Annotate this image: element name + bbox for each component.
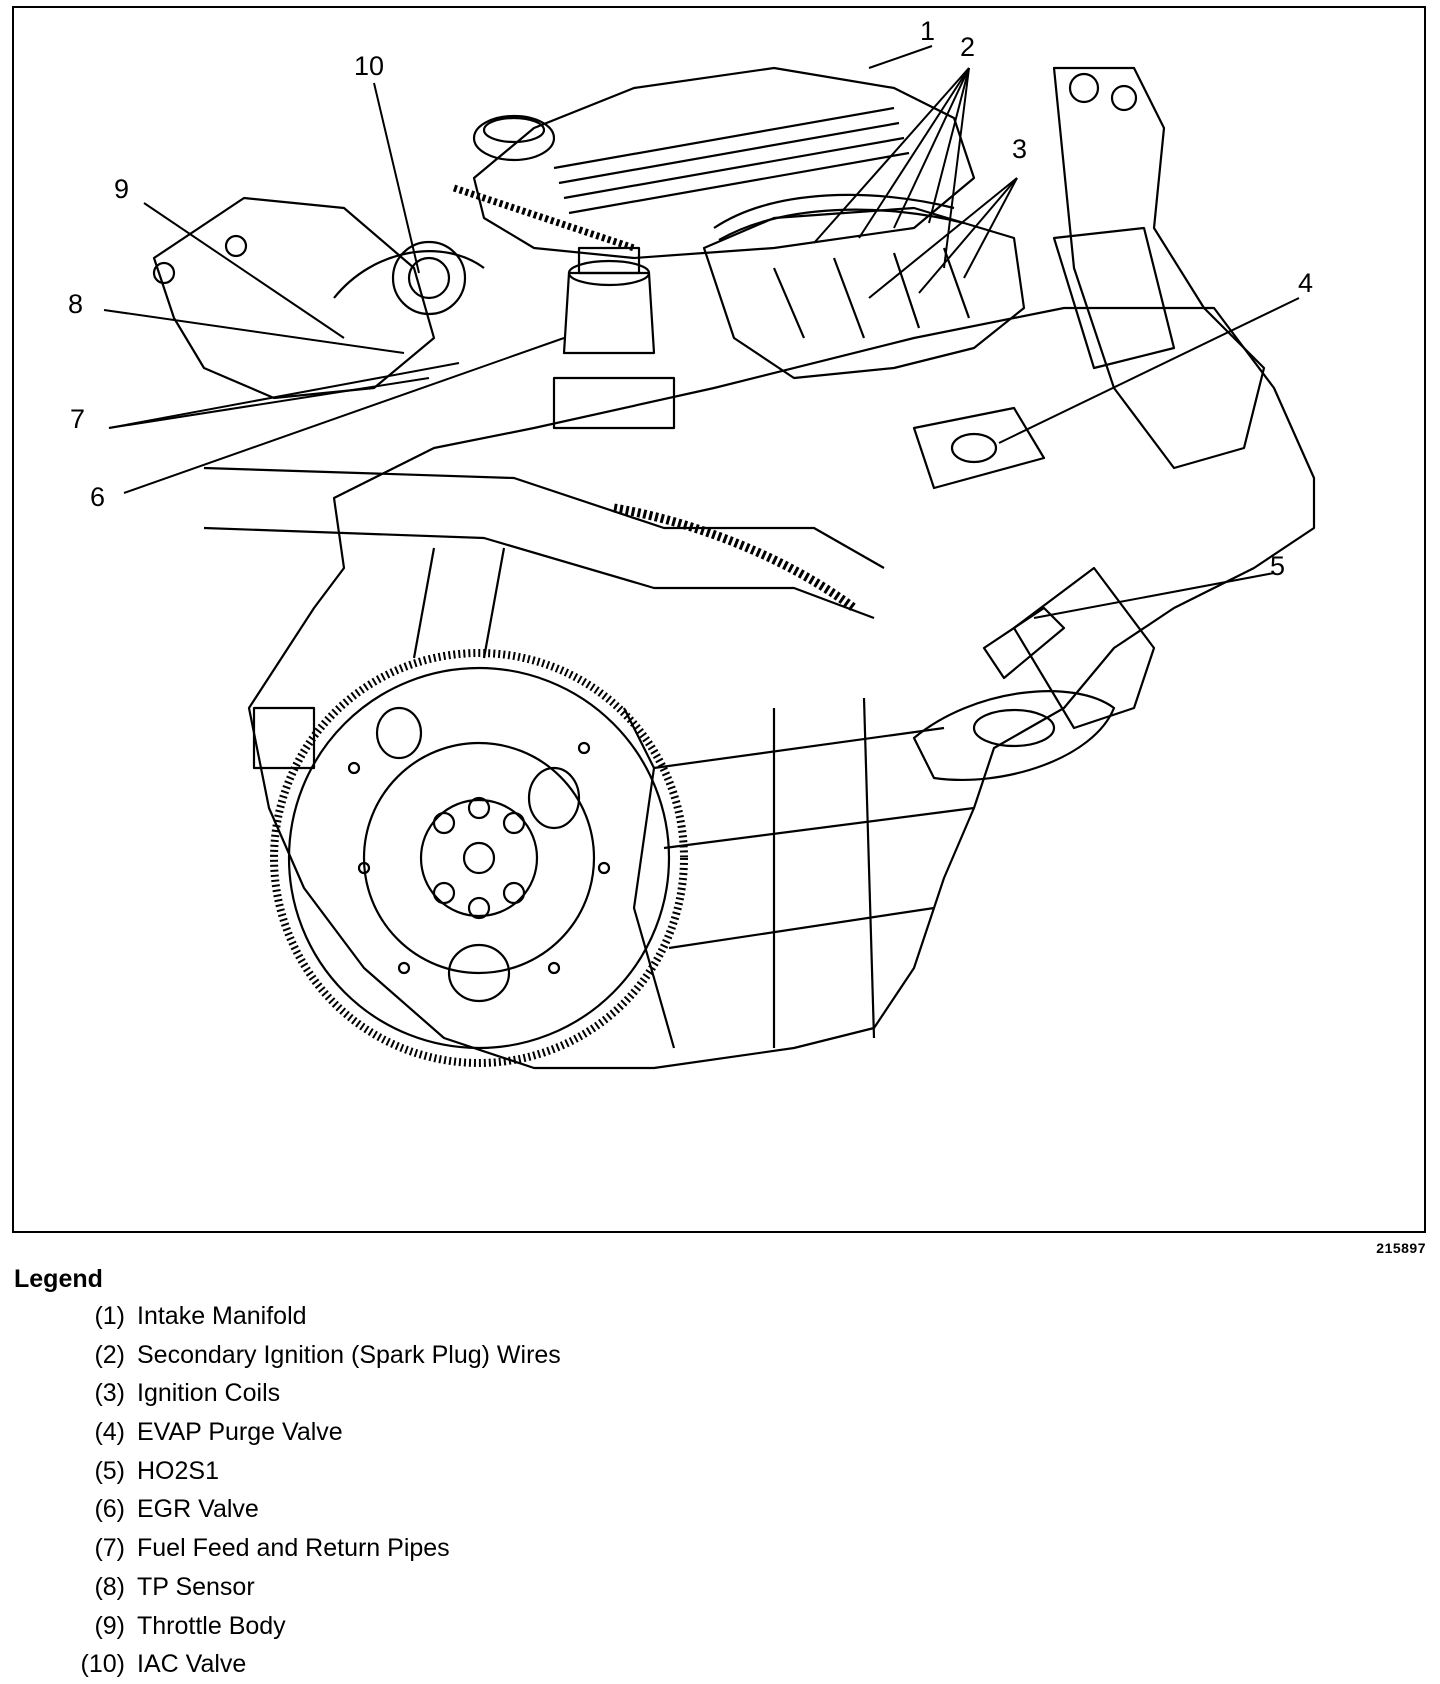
legend-item-label: IAC Valve (137, 1650, 247, 1679)
engine-bracket (1052, 66, 1266, 470)
legend-item-label: Intake Manifold (137, 1302, 307, 1330)
callout-10: 10 (354, 51, 385, 81)
legend-item-number: (9) (94, 1611, 125, 1640)
legend-item-number: (5) (94, 1456, 125, 1485)
legend-item-label: Secondary Ignition (Spark Plug) Wires (137, 1340, 561, 1369)
legend-item: (9) Throttle Body (55, 1607, 561, 1646)
leader-lines (103, 45, 1300, 619)
legend-item-number: (7) (94, 1534, 125, 1563)
evap-purge-valve (912, 406, 1046, 490)
legend-item-label: TP Sensor (137, 1572, 255, 1601)
legend-list: (1) Intake Manifold (2) Secondary Ignition… (55, 1297, 561, 1684)
legend-item: (1) Intake Manifold (55, 1297, 561, 1336)
callout-8: 8 (68, 289, 84, 319)
legend-item: (5) HO2S1 (55, 1452, 561, 1491)
callout-6: 6 (90, 482, 106, 512)
callout-1: 1 (920, 16, 936, 46)
egr-valve (552, 246, 676, 430)
legend-item-number: (10) (80, 1650, 125, 1679)
legend-item-label: EVAP Purge Valve (137, 1418, 343, 1447)
flywheel (270, 649, 688, 1067)
throttle-body (152, 196, 485, 400)
legend-item-number: (6) (94, 1495, 125, 1524)
legend-item: (8) TP Sensor (55, 1568, 561, 1607)
callout-5: 5 (1270, 551, 1286, 581)
wiring-harness (452, 184, 857, 612)
legend-item-label: Fuel Feed and Return Pipes (137, 1534, 450, 1563)
legend-item: (4) EVAP Purge Valve (55, 1413, 561, 1452)
intake-manifold (472, 66, 976, 260)
callout-7: 7 (70, 404, 86, 434)
callout-3: 3 (1012, 134, 1028, 164)
figure-id: 215897 (1376, 1240, 1426, 1256)
legend-item: (7) Fuel Feed and Return Pipes (55, 1529, 561, 1568)
coolant-pipe (203, 466, 885, 659)
legend-item-label: Ignition Coils (137, 1379, 281, 1408)
callout-9: 9 (114, 174, 130, 204)
legend-item-number: (4) (94, 1418, 125, 1447)
legend-item-label: EGR Valve (137, 1495, 259, 1524)
engine-diagram: 1 2 3 4 5 6 7 8 9 10 (12, 6, 1426, 1233)
callout-2: 2 (960, 32, 976, 62)
legend-item-number: (2) (94, 1340, 125, 1369)
legend-item: (6) EGR Valve (55, 1490, 561, 1529)
engine-illustration (103, 45, 1316, 1070)
legend-item-label: HO2S1 (137, 1456, 219, 1485)
legend-item-label: Throttle Body (137, 1611, 286, 1640)
legend-item-number: (1) (94, 1302, 125, 1330)
oxygen-sensor (912, 606, 1116, 782)
legend-item-number: (3) (94, 1379, 125, 1408)
legend-title: Legend (14, 1265, 103, 1293)
legend-item: (2) Secondary Ignition (Spark Plug) Wires (55, 1336, 561, 1375)
callout-4: 4 (1298, 268, 1314, 298)
legend-item: (10) IAC Valve (55, 1645, 561, 1684)
legend-item-number: (8) (94, 1572, 125, 1601)
ignition-coils (702, 193, 1026, 380)
engine-block (247, 306, 1316, 1070)
legend-item: (3) Ignition Coils (55, 1374, 561, 1413)
